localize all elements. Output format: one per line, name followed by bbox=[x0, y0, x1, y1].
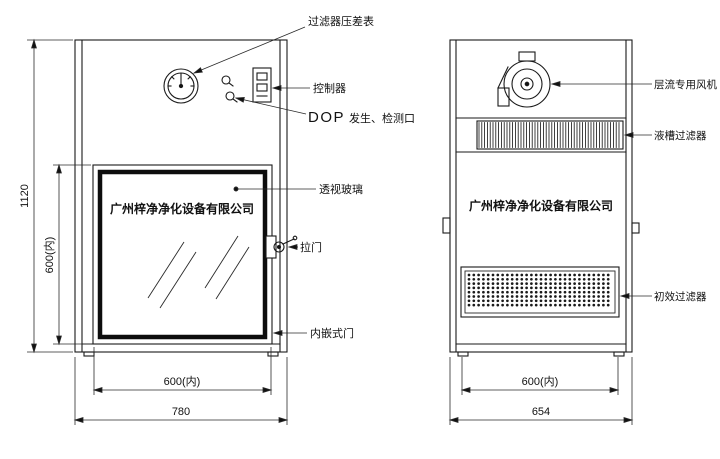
label-inset-door: 内嵌式门 bbox=[310, 326, 354, 340]
dim-width-overall-side: 654 bbox=[532, 406, 550, 418]
arrowhead bbox=[234, 97, 245, 103]
liquid-tank-filter bbox=[455, 117, 627, 153]
arrowhead bbox=[262, 387, 273, 393]
pressure-gauge bbox=[163, 68, 199, 104]
arrowhead bbox=[609, 387, 620, 393]
arrowhead bbox=[272, 330, 283, 336]
inset-door bbox=[92, 164, 273, 345]
filter-hatch-pattern bbox=[478, 122, 620, 148]
side-latches bbox=[442, 217, 640, 234]
label-liquid-filter: 液槽过滤器 bbox=[654, 129, 707, 142]
arrowhead bbox=[56, 163, 62, 174]
label-controller: 控制器 bbox=[313, 81, 346, 95]
front-dimensions: 1120 600(内) 600(内) 780 bbox=[19, 38, 289, 425]
arrowhead bbox=[619, 293, 630, 299]
company-name-side: 广州梓净净化设备有限公司 bbox=[469, 198, 613, 213]
arrowhead bbox=[550, 81, 561, 87]
viewing-glass-reflections bbox=[147, 186, 250, 309]
arrowhead bbox=[56, 335, 62, 346]
right-latch bbox=[631, 222, 640, 234]
controller-unit bbox=[252, 67, 272, 103]
laminar-flow-fan bbox=[497, 51, 551, 108]
arrowhead bbox=[623, 417, 634, 423]
arrowhead bbox=[192, 67, 203, 74]
arrowhead bbox=[31, 343, 37, 354]
dop-ports bbox=[221, 75, 238, 103]
label-viewing-glass: 透视玻璃 bbox=[319, 182, 363, 196]
label-door-handle: 拉门 bbox=[300, 240, 322, 254]
side-leader-lines bbox=[550, 81, 652, 299]
label-fan: 层流专用风机 bbox=[654, 78, 717, 91]
label-dop-rest: 发生、检测口 bbox=[349, 111, 415, 125]
door-handle bbox=[265, 235, 298, 259]
arrowhead bbox=[287, 244, 298, 250]
arrowhead bbox=[460, 387, 471, 393]
arrowhead bbox=[278, 417, 289, 423]
primary-filter-grille bbox=[460, 266, 620, 318]
arrowhead bbox=[31, 38, 37, 49]
dim-height-inner: 600(内) bbox=[42, 237, 56, 274]
arrowhead bbox=[92, 387, 103, 393]
label-dop-prefix: DOP bbox=[308, 109, 345, 126]
label-primary-filter: 初效过滤器 bbox=[654, 290, 707, 303]
arrowhead bbox=[271, 85, 282, 91]
label-pressure-gauge: 过滤器压差表 bbox=[308, 14, 374, 28]
side-view: 广州梓净净化设备有限公司 600(内) 654 层 bbox=[442, 39, 717, 425]
left-hinge bbox=[442, 217, 451, 234]
grille-dot-pattern bbox=[467, 273, 610, 307]
dim-width-inner-front: 600(内) bbox=[164, 374, 201, 388]
side-cabinet-outline bbox=[449, 39, 633, 357]
glass-leader-dot bbox=[233, 186, 239, 192]
arrowhead bbox=[623, 132, 634, 138]
arrowhead bbox=[448, 417, 459, 423]
dim-width-inner-side: 600(内) bbox=[522, 374, 559, 388]
arrowhead bbox=[73, 417, 84, 423]
label-dop-port: DOP 发生、检测口 bbox=[308, 109, 415, 126]
front-leader-lines bbox=[192, 26, 316, 336]
company-name-front: 广州梓净净化设备有限公司 bbox=[110, 201, 254, 216]
front-view: 广州梓净净化设备有限公司 1120 600(内) 600(内) bbox=[19, 14, 415, 425]
dim-width-overall-front: 780 bbox=[172, 406, 190, 418]
dim-height-overall: 1120 bbox=[19, 184, 31, 208]
side-dimensions: 600(内) 654 bbox=[448, 357, 634, 425]
